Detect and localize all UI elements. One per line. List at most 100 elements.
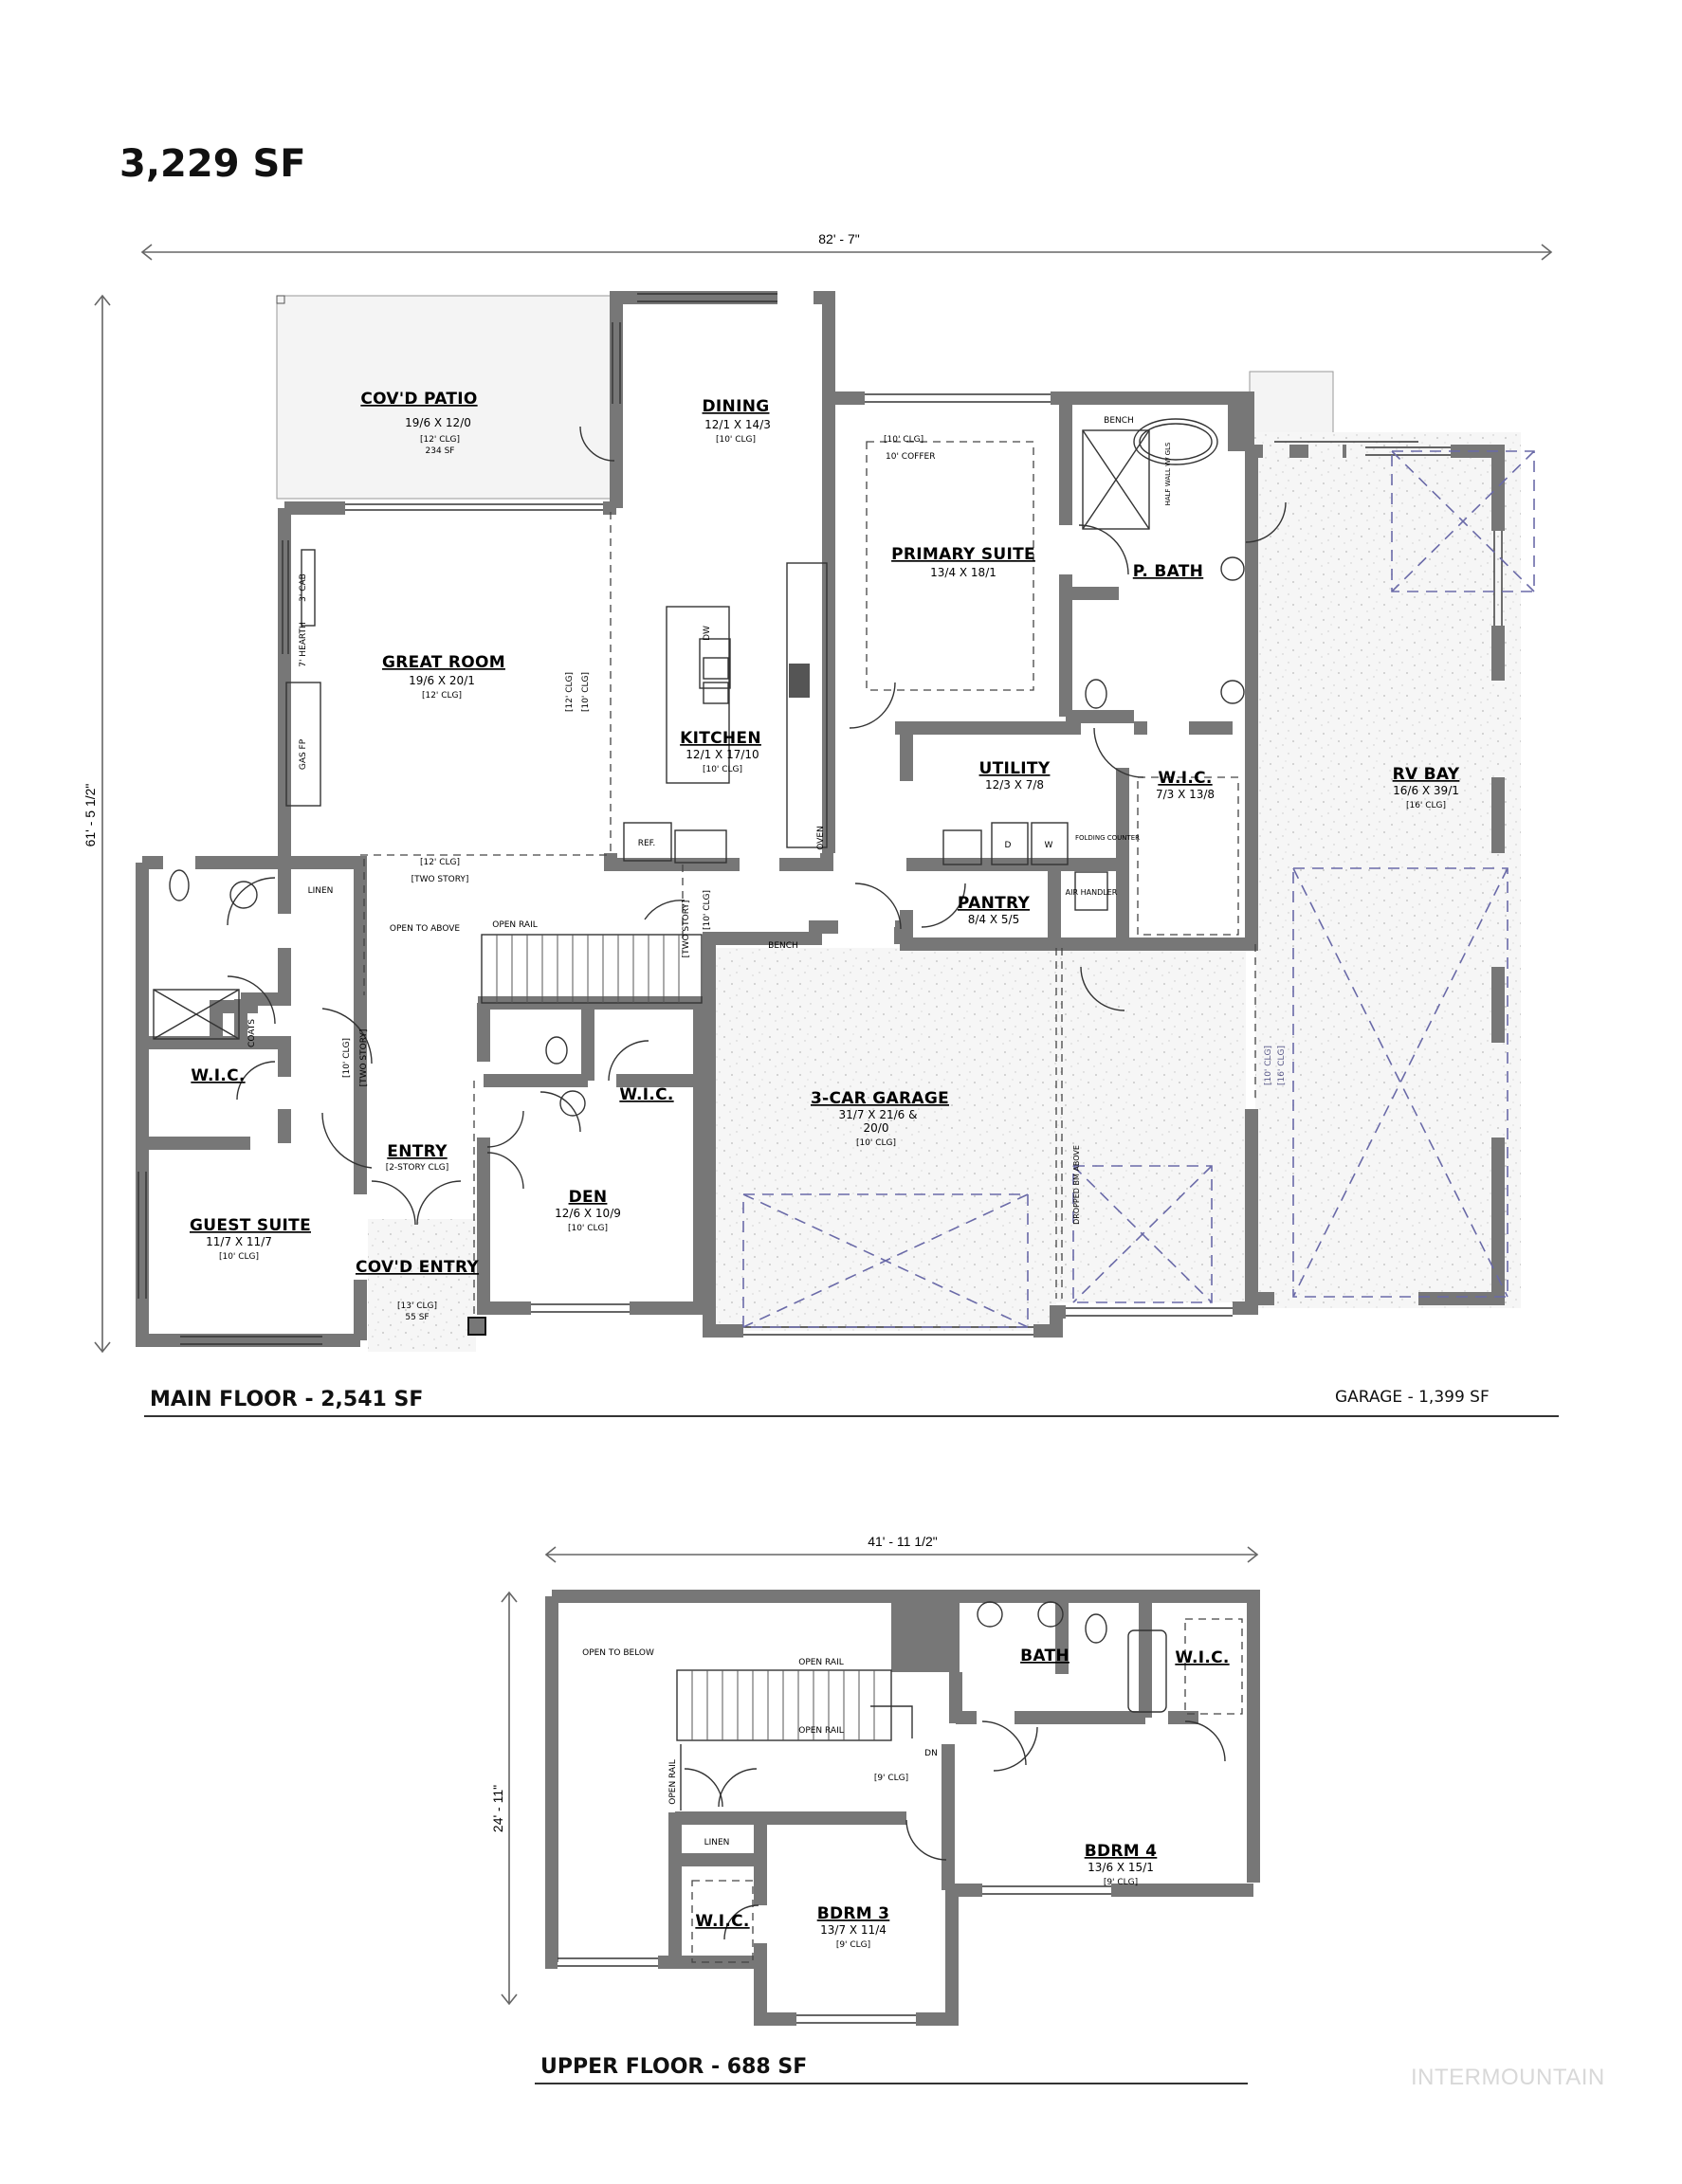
svg-text:12/1 X 17/10: 12/1 X 17/10 [686, 748, 759, 761]
svg-text:[10' CLG]: [10' CLG] [1264, 1046, 1273, 1085]
svg-text:[TWO STORY]: [TWO STORY] [682, 901, 691, 958]
room-guest-suite: GUEST SUITE 11/7 X 11/7 [10' CLG] [190, 1216, 311, 1262]
svg-text:7/3 X 13/8: 7/3 X 13/8 [1156, 788, 1215, 801]
svg-text:[9' CLG]: [9' CLG] [1104, 1878, 1138, 1887]
watermark: INTERMOUNTAIN [1411, 2065, 1605, 2090]
svg-text:12/1 X 14/3: 12/1 X 14/3 [704, 418, 771, 431]
bathtub-icon [1133, 418, 1218, 465]
svg-text:[10' CLG]: [10' CLG] [581, 672, 591, 712]
svg-text:OPEN RAIL: OPEN RAIL [668, 1759, 678, 1805]
room-entry: ENTRY [2-STORY CLG] [386, 1142, 449, 1173]
svg-text:ENTRY: ENTRY [387, 1142, 448, 1161]
kitchen-island [666, 606, 730, 784]
svg-text:DEN: DEN [569, 1188, 608, 1207]
main-floor-dashed-lines [360, 441, 1256, 1318]
svg-text:[10' CLG]: [10' CLG] [716, 435, 756, 445]
svg-text:HALF WALL W/ GLS: HALF WALL W/ GLS [1164, 442, 1172, 505]
svg-text:OPEN TO ABOVE: OPEN TO ABOVE [390, 924, 460, 934]
svg-text:[10' CLG]: [10' CLG] [703, 765, 742, 774]
room-kitchen: KITCHEN 12/1 X 17/10 [10' CLG] DW REF. O… [638, 626, 826, 850]
svg-text:DW: DW [703, 626, 712, 641]
svg-text:BDRM 3: BDRM 3 [817, 1904, 890, 1923]
svg-text:DN: DN [924, 1749, 938, 1758]
svg-text:7' HEARTH: 7' HEARTH [299, 622, 308, 667]
svg-text:[16' CLG]: [16' CLG] [1406, 801, 1446, 810]
svg-text:11/7 X 11/7: 11/7 X 11/7 [206, 1235, 272, 1248]
covered-patio-area [276, 295, 612, 500]
toilet-icon [1085, 1613, 1107, 1644]
svg-text:DROPPED BM ABOVE: DROPPED BM ABOVE [1072, 1145, 1081, 1225]
main-width-dimension: 82' - 7" [140, 230, 1553, 261]
room-garage: 3-CAR GARAGE 31/7 X 21/6 & 20/0 [10' CLG… [811, 1089, 1081, 1225]
room-covd-patio: COV'D PATIO 19/6 X 12/0 [12' CLG] 234 SF [360, 390, 477, 456]
sink-icon [229, 881, 258, 909]
upper-floor-rule [535, 2083, 1248, 2084]
svg-text:OPEN RAIL: OPEN RAIL [798, 1658, 844, 1667]
svg-text:GAS FP: GAS FP [299, 738, 308, 770]
svg-text:[10' CLG]: [10' CLG] [884, 435, 923, 445]
svg-text:FOLDING COUNTER: FOLDING COUNTER [1075, 834, 1140, 842]
svg-text:[12' CLG]: [12' CLG] [422, 691, 462, 701]
svg-text:19/6 X 12/0: 19/6 X 12/0 [405, 416, 471, 429]
svg-text:[10' CLG]: [10' CLG] [219, 1252, 259, 1262]
svg-text:[10' CLG]: [10' CLG] [342, 1038, 352, 1078]
svg-text:24' - 11": 24' - 11" [490, 1785, 505, 1832]
room-bdrm-3: BDRM 3 13/7 X 11/4 [9' CLG] [817, 1904, 890, 1950]
svg-text:19/6 X 20/1: 19/6 X 20/1 [409, 674, 475, 687]
svg-text:41' - 11 1/2": 41' - 11 1/2" [868, 1534, 938, 1549]
svg-text:[TWO STORY]: [TWO STORY] [359, 1029, 369, 1087]
cooktop-icon [789, 664, 810, 698]
main-depth-dimension: 61' - 5 1/2" [82, 294, 111, 1354]
svg-text:31/7 X 21/6 &: 31/7 X 21/6 & [839, 1108, 918, 1121]
svg-text:AIR HANDLER: AIR HANDLER [1066, 888, 1118, 897]
svg-text:82' - 7": 82' - 7" [818, 231, 859, 246]
room-primary-suite: [10' CLG] 10' COFFER PRIMARY SUITE 13/4 … [884, 435, 1035, 579]
covered-entry-floor [368, 1219, 476, 1352]
svg-text:8/4 X 5/5: 8/4 X 5/5 [968, 913, 1019, 926]
sink-icon [1220, 556, 1245, 581]
svg-text:[16' CLG]: [16' CLG] [1277, 1046, 1287, 1085]
svg-text:W.I.C.: W.I.C. [1158, 769, 1212, 788]
rv-stoop-area [1249, 371, 1334, 439]
svg-text:BENCH: BENCH [1104, 416, 1134, 426]
main-floor-rule [144, 1415, 1559, 1417]
svg-text:13/6 X 15/1: 13/6 X 15/1 [1088, 1861, 1154, 1874]
svg-text:[10' CLG]: [10' CLG] [856, 1138, 896, 1148]
room-upper-bath: BATH [1020, 1647, 1070, 1665]
svg-text:GREAT ROOM: GREAT ROOM [382, 653, 505, 672]
svg-text:OPEN TO BELOW: OPEN TO BELOW [582, 1648, 654, 1658]
svg-text:W: W [1045, 841, 1053, 850]
room-covd-entry: COV'D ENTRY [13' CLG] 55 SF [356, 1258, 479, 1322]
room-den: DEN 12/6 X 10/9 [10' CLG] [555, 1188, 621, 1233]
svg-text:13/7 X 11/4: 13/7 X 11/4 [820, 1923, 887, 1937]
upper-width-dimension: 41' - 11 1/2" [544, 1533, 1259, 1563]
upper-floor-walls [545, 1590, 1260, 2026]
svg-text:COV'D ENTRY: COV'D ENTRY [356, 1258, 479, 1277]
svg-text:D: D [1005, 841, 1012, 850]
svg-text:REF.: REF. [638, 839, 656, 848]
svg-text:W.I.C.: W.I.C. [619, 1085, 673, 1104]
svg-text:[13' CLG]: [13' CLG] [397, 1301, 437, 1311]
room-upper-wic-4: W.I.C. [1175, 1648, 1229, 1667]
room-great-room: GREAT ROOM 19/6 X 20/1 [12' CLG] 3' CAB … [299, 573, 591, 770]
svg-text:[12' CLG]: [12' CLG] [420, 435, 460, 445]
svg-text:[12' CLG]: [12' CLG] [565, 672, 575, 712]
svg-text:[2-STORY CLG]: [2-STORY CLG] [386, 1163, 449, 1173]
svg-text:W.I.C.: W.I.C. [191, 1066, 245, 1085]
sink-icon [1037, 1601, 1064, 1628]
toilet-icon [169, 869, 190, 901]
svg-text:55 SF: 55 SF [405, 1313, 429, 1322]
upper-depth-dimension: 24' - 11" [490, 1591, 518, 2006]
svg-text:12/3 X 7/8: 12/3 X 7/8 [985, 778, 1044, 792]
sink-icon [559, 1090, 586, 1117]
upper-floor-fixtures [676, 1601, 1243, 1963]
svg-text:W.I.C.: W.I.C. [695, 1912, 749, 1931]
svg-text:10' COFFER: 10' COFFER [886, 452, 935, 462]
svg-text:3' CAB: 3' CAB [299, 573, 308, 602]
svg-text:BENCH: BENCH [768, 941, 798, 951]
room-den-wic: W.I.C. [619, 1085, 673, 1104]
svg-text:LINEN: LINEN [308, 886, 334, 896]
guest-wing-notes: LINEN COATS W.I.C. [12' CLG] [TWO STORY]… [191, 858, 798, 1086]
svg-text:UTILITY: UTILITY [979, 759, 1051, 778]
